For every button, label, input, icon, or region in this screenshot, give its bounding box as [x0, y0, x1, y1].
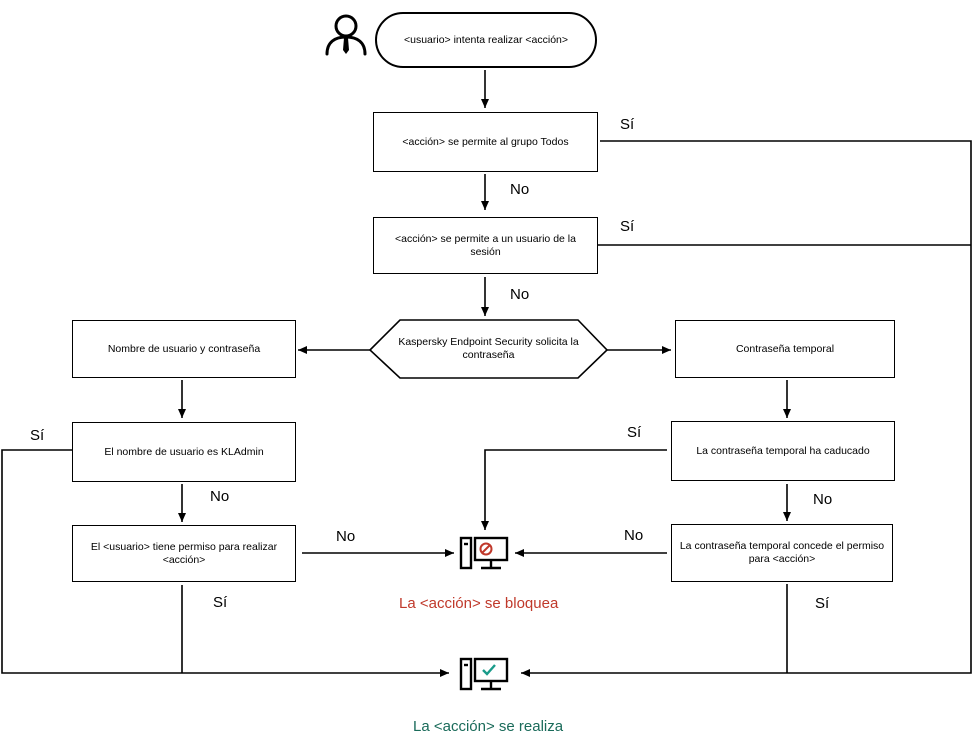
label-yes-everyone: Sí [620, 116, 635, 133]
label-yes-kladmin: Sí [30, 427, 45, 444]
decision-hexagon [368, 319, 609, 379]
is-kladmin-text: El nombre de usuario es KLAdmin [104, 445, 264, 458]
allowed-everyone-node: <acción> se permite al grupo Todos [373, 112, 598, 172]
label-no-session: No [510, 286, 530, 303]
label-yes-user-permission: Sí [213, 594, 228, 611]
password-request-node: Kaspersky Endpoint Security solicita la … [370, 320, 607, 378]
temp-grants-text: La contraseña temporal concede el permis… [679, 540, 885, 565]
temp-expired-text: La contraseña temporal ha caducado [696, 444, 870, 457]
user-icon [325, 14, 367, 56]
label-yes-temp-grants: Sí [815, 595, 830, 612]
start-node: <usuario> intenta realizar <acción> [375, 12, 597, 68]
label-yes-temp-expired: Sí [627, 424, 642, 441]
username-password-node: Nombre de usuario y contraseña [72, 320, 296, 378]
computer-allowed-icon [459, 657, 509, 691]
label-no-everyone: No [510, 181, 530, 198]
allowed-everyone-text: <acción> se permite al grupo Todos [402, 135, 569, 148]
username-password-text: Nombre de usuario y contraseña [107, 342, 261, 355]
label-yes-session: Sí [620, 218, 635, 235]
temp-expired-node: La contraseña temporal ha caducado [671, 421, 895, 481]
is-kladmin-node: El nombre de usuario es KLAdmin [72, 422, 296, 482]
result-blocked: La <acción> se bloquea [399, 595, 559, 612]
temp-password-text: Contraseña temporal [735, 342, 835, 355]
user-has-permission-node: El <usuario> tiene permiso para realizar… [72, 525, 296, 582]
password-request-text: Kaspersky Endpoint Security solicita la … [398, 336, 579, 361]
user-has-permission-text: El <usuario> tiene permiso para realizar… [90, 540, 278, 566]
computer-blocked-icon [459, 536, 509, 570]
label-no-temp-expired: No [813, 491, 833, 508]
label-no-temp-grants: No [624, 527, 644, 544]
allowed-session-user-text: <acción> se permite a un usuario de la s… [395, 232, 576, 258]
result-allowed: La <acción> se realiza [413, 718, 564, 735]
label-no-user-permission: No [336, 528, 356, 545]
allowed-session-user-node: <acción> se permite a un usuario de la s… [373, 217, 598, 274]
label-no-kladmin: No [210, 488, 230, 505]
temp-password-node: Contraseña temporal [675, 320, 895, 378]
start-text: <usuario> intenta realizar <acción> [403, 33, 569, 46]
temp-grants-node: La contraseña temporal concede el permis… [671, 524, 893, 582]
